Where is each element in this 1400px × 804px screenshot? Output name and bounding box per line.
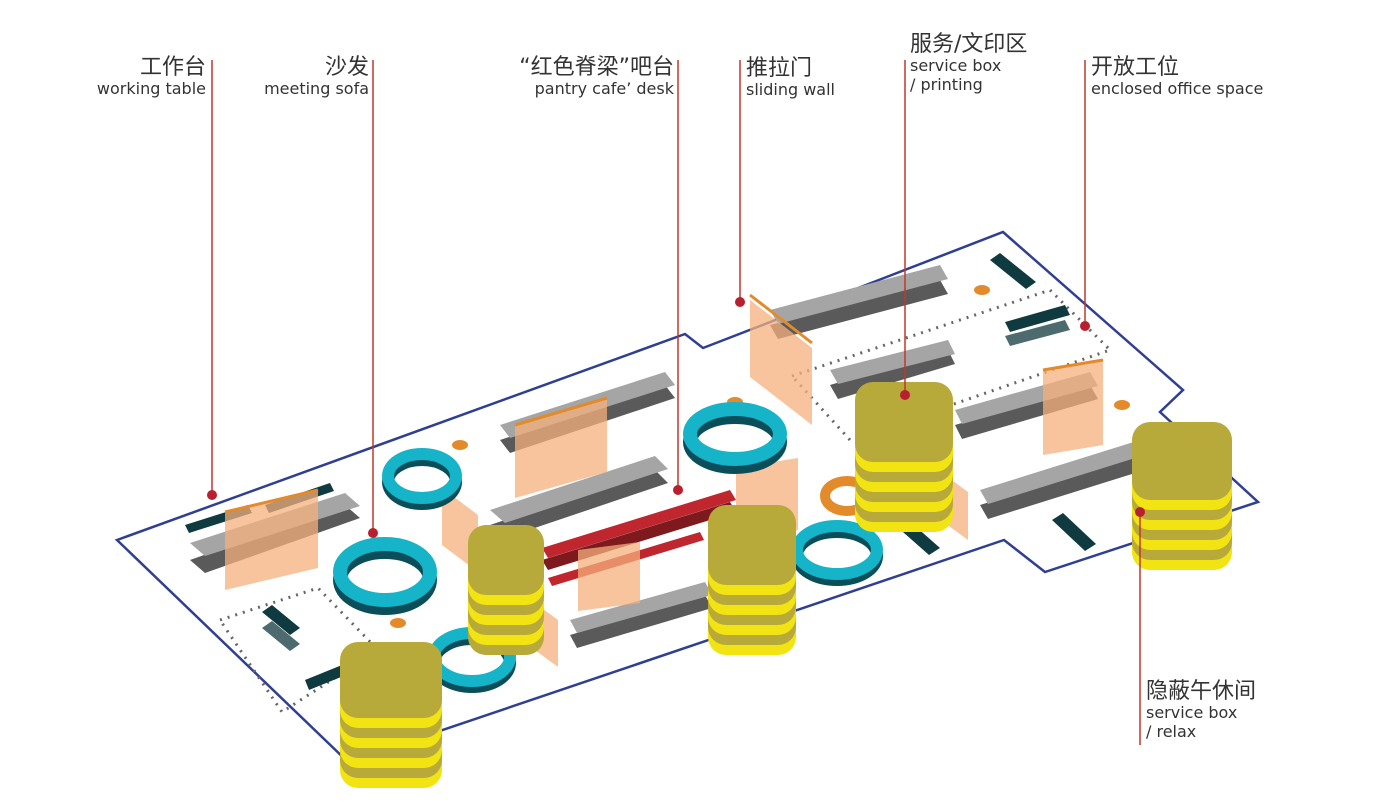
label-en: service box [910, 56, 1002, 76]
stack-top [340, 642, 442, 708]
service-box-stack [468, 525, 544, 655]
label-en: sliding wall [746, 80, 835, 100]
label-zh: 开放工位 [1091, 55, 1180, 80]
service-box-stack [708, 505, 796, 655]
service-box-stack [855, 382, 953, 532]
label-zh: 沙发 [324, 55, 369, 80]
label-zh: 隐蔽午休间 [1146, 679, 1257, 704]
service-box-stack [1132, 422, 1232, 570]
working-tables [190, 265, 1148, 648]
label-meeting-sofa: 沙发 meeting sofa [264, 55, 369, 99]
label-en: working table [96, 79, 206, 99]
label-en: service box [1146, 703, 1238, 723]
label-zh: 推拉门 [746, 56, 813, 81]
label-zh: “红色脊梁”吧台 [519, 55, 674, 80]
service-box-stack [340, 642, 442, 788]
service-box-stacks [340, 382, 1232, 788]
stack-top [468, 525, 544, 585]
stack-top [1132, 422, 1232, 490]
label-zh: 工作台 [139, 55, 206, 80]
label-service-printing: 服务/文印区 service box / printing [910, 32, 1027, 94]
stack-top [855, 382, 953, 452]
label-service-relax: 隐蔽午休间 service box / relax [1146, 679, 1256, 741]
label-enclosed-office: 开放工位 enclosed office space [1091, 55, 1263, 99]
meeting-sofas [333, 402, 883, 693]
stack-top [708, 505, 796, 575]
label-en: / printing [910, 74, 983, 94]
label-working-table: 工作台 working table [97, 55, 206, 99]
label-en: pantry cafe’ desk [534, 79, 674, 99]
label-en: enclosed office space [1091, 79, 1264, 99]
label-en: meeting sofa [264, 79, 369, 99]
label-zh: 服务/文印区 [910, 32, 1028, 57]
label-pantry-desk: “红色脊梁”吧台 pantry cafe’ desk [519, 55, 674, 99]
leader-lines [207, 60, 1145, 745]
label-en: / relax [1146, 721, 1197, 741]
dark-slabs [185, 253, 1176, 690]
label-sliding-wall: 推拉门 sliding wall [746, 56, 835, 100]
